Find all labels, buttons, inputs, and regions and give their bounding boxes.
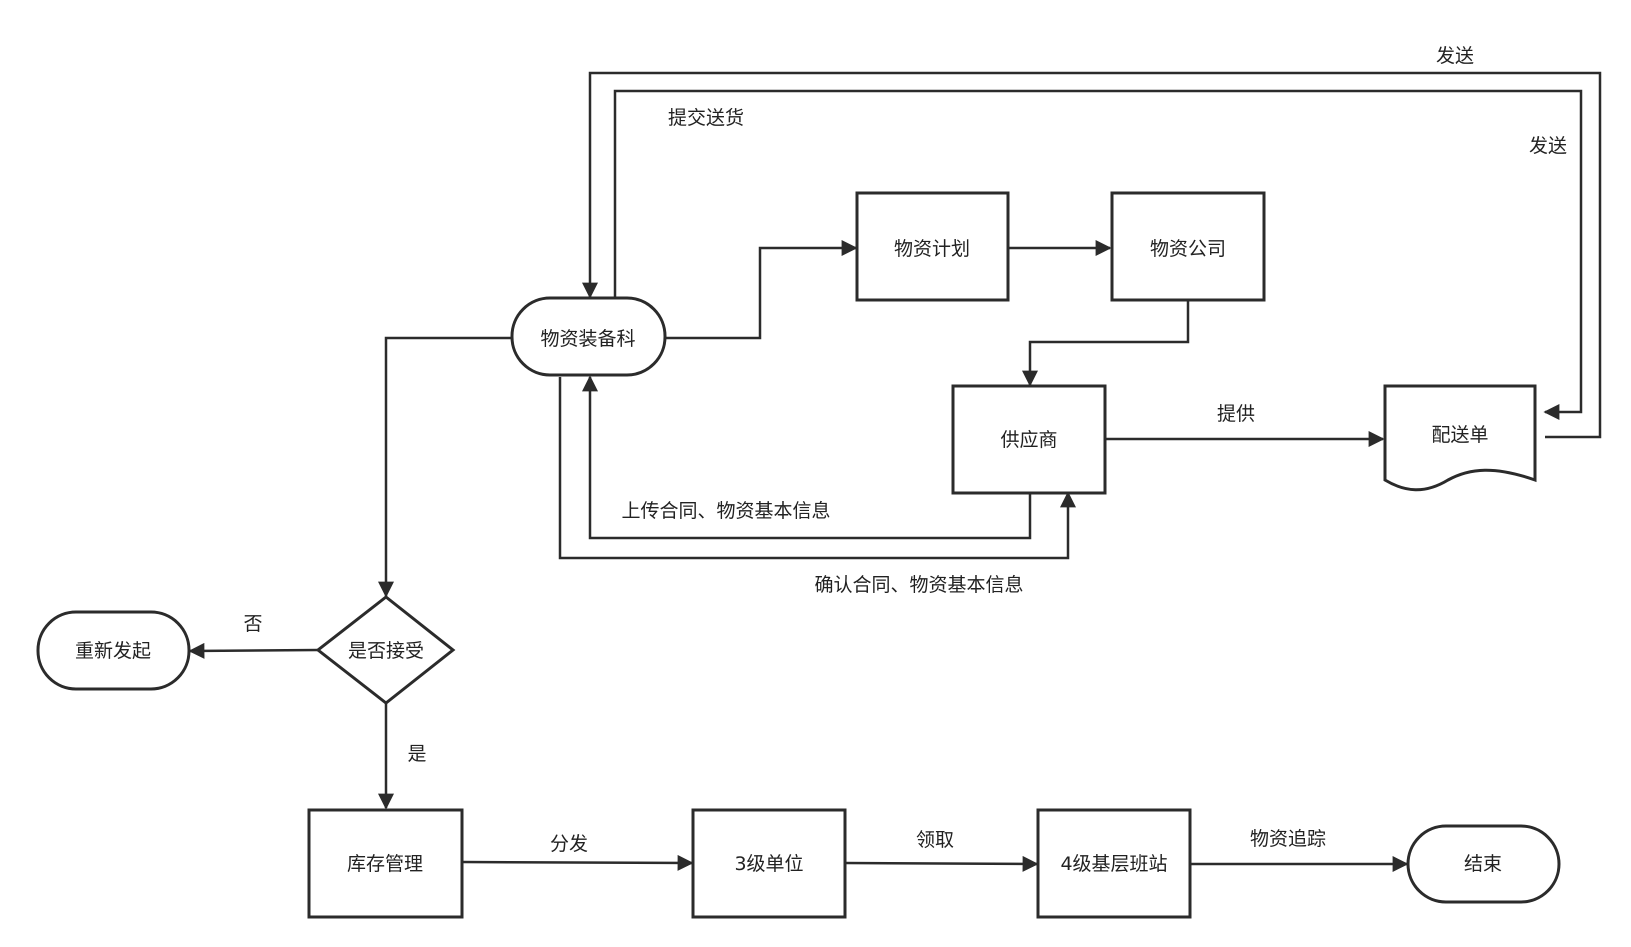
edge-send-outer <box>582 71 1602 439</box>
node-material-plan[interactable] <box>855 191 1010 302</box>
node-inventory[interactable] <box>307 808 464 919</box>
edge-label-receive: 领取 <box>916 829 954 851</box>
node-material-dept-label: 物资装备科 <box>540 328 635 350</box>
edge-label-upload-contract: 上传合同、物资基本信息 <box>621 500 830 522</box>
node-end-label: 结束 <box>1464 853 1502 875</box>
node-level3-unit-label: 3级单位 <box>734 853 803 875</box>
edge-distribute <box>461 854 694 871</box>
node-inventory-label: 库存管理 <box>347 853 423 875</box>
edge-decision-no <box>188 642 319 659</box>
node-level4-station-label: 4级基层班站 <box>1060 853 1167 875</box>
edge-label-no: 否 <box>243 613 262 635</box>
edge-label-submit-delivery: 提交送货 <box>668 107 744 129</box>
edge-label-tracking: 物资追踪 <box>1250 828 1326 850</box>
node-restart[interactable] <box>36 610 191 691</box>
node-accept-decision-label: 是否接受 <box>348 640 424 662</box>
node-supplier[interactable] <box>951 384 1107 495</box>
node-material-plan-label: 物资计划 <box>894 238 970 260</box>
node-level4-station[interactable] <box>1036 808 1192 919</box>
edge-confirm-contract <box>558 377 1076 560</box>
edge-label-yes: 是 <box>407 743 426 765</box>
edge-dept-to-plan <box>665 240 858 340</box>
edge-upload-contract <box>582 375 1032 540</box>
node-accept-decision[interactable] <box>315 595 456 705</box>
node-material-company[interactable] <box>1110 191 1266 302</box>
node-supplier-label: 供应商 <box>1000 429 1057 451</box>
edge-label-send-outer: 发送 <box>1436 45 1474 67</box>
edge-dept-to-decision <box>378 336 512 598</box>
edge-label-send-inner: 发送 <box>1529 135 1567 157</box>
node-delivery-note-label: 配送单 <box>1431 424 1488 446</box>
edge-label-distribute: 分发 <box>550 833 588 855</box>
edge-submit-delivery <box>613 89 1583 420</box>
edge-label-confirm-contract: 确认合同、物资基本信息 <box>814 574 1023 596</box>
edge-receive <box>844 855 1039 872</box>
node-level3-unit[interactable] <box>691 808 847 919</box>
node-restart-label: 重新发起 <box>75 640 151 662</box>
node-delivery-note[interactable] <box>1383 384 1537 492</box>
edge-company-to-supplier <box>1022 301 1190 387</box>
node-end[interactable] <box>1406 824 1561 904</box>
node-material-dept[interactable] <box>510 296 667 377</box>
node-material-company-label: 物资公司 <box>1150 238 1226 260</box>
edge-label-provide: 提供 <box>1217 403 1255 425</box>
